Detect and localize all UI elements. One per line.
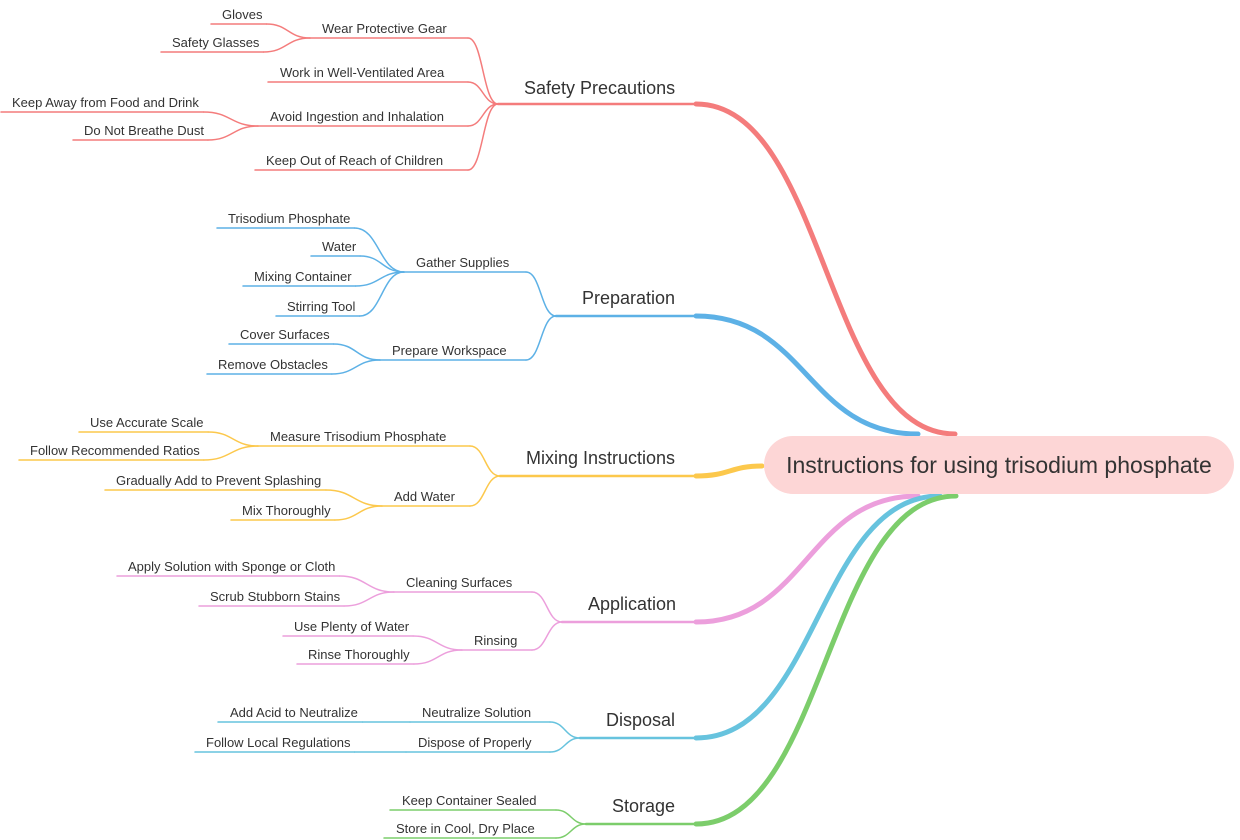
branch-label-2: Mixing Instructions [526, 448, 676, 468]
leaf-label: Gloves [222, 7, 263, 22]
leaf-link [331, 359, 381, 375]
branch-label-5: Storage [612, 796, 676, 816]
branch-link [693, 101, 958, 437]
leaf-link [262, 37, 311, 53]
subtopic-link [469, 475, 501, 507]
subtopic-link [525, 315, 557, 361]
leaf-label: Do Not Breathe Dust [84, 123, 204, 138]
subtopic-link [467, 37, 499, 105]
subtopic-label: Gather Supplies [416, 255, 510, 270]
leaf-link [338, 575, 395, 593]
leaf-label: Scrub Stubborn Stains [210, 589, 341, 604]
root-label: Instructions for using trisodium phospha… [786, 451, 1212, 478]
leaf-label: Keep Away from Food and Drink [12, 95, 199, 110]
leaf-link [332, 343, 381, 361]
leaf-label: Water [322, 239, 357, 254]
leaf-link [207, 125, 259, 141]
leaf-label: Follow Recommended Ratios [30, 443, 200, 458]
leaf-link [202, 111, 259, 127]
branch-label-1: Preparation [582, 288, 676, 308]
subtopic-link [555, 809, 587, 825]
leaf-link [334, 505, 383, 521]
subtopic-link [469, 445, 501, 477]
leaf-label: Cover Surfaces [240, 327, 330, 342]
leaf-label: Use Accurate Scale [90, 415, 204, 430]
subtopic-link [525, 271, 557, 317]
branch-link [693, 493, 959, 827]
subtopic-link [531, 621, 563, 651]
subtopic-link [531, 591, 563, 623]
branch-label-4: Disposal [606, 710, 676, 730]
subtopic-link [555, 823, 587, 839]
subtopic-label: Store in Cool, Dry Place [396, 821, 535, 836]
leaf-link [343, 591, 395, 607]
subtopic-label: Rinsing [474, 633, 518, 648]
leaf-label: Gradually Add to Prevent Splashing [116, 473, 322, 488]
leaf-label: Follow Local Regulations [206, 735, 351, 750]
subtopic-link [467, 81, 499, 105]
branch-link [693, 463, 765, 479]
leaf-label: Remove Obstacles [218, 357, 328, 372]
subtopic-label: Wear Protective Gear [322, 21, 447, 36]
subtopic-link [549, 721, 581, 739]
branch-link [693, 493, 921, 625]
leaf-label: Trisodium Phosphate [228, 211, 351, 226]
subtopic-link [467, 103, 499, 171]
leaf-label: Add Acid to Neutralize [230, 705, 358, 720]
subtopic-label: Add Water [394, 489, 455, 504]
leaf-link [358, 271, 405, 317]
leaf-label: Safety Glasses [172, 35, 260, 50]
leaf-link [207, 431, 259, 447]
leaf-link [359, 255, 405, 273]
subtopic-label: Neutralize Solution [422, 705, 532, 720]
leaf-label: Rinse Thoroughly [308, 647, 410, 662]
leaf-label: Stirring Tool [287, 299, 356, 314]
subtopic-label: Measure Trisodium Phosphate [270, 429, 447, 444]
leaf-link [265, 23, 311, 39]
leaf-label: Mixing Container [254, 269, 352, 284]
subtopic-label: Dispose of Properly [418, 735, 532, 750]
root-node [764, 436, 1234, 494]
subtopic-link [549, 737, 581, 753]
subtopic-label: Keep Out of Reach of Children [266, 153, 444, 168]
subtopic-label: Cleaning Surfaces [406, 575, 513, 590]
leaf-link [353, 227, 405, 273]
branch-label-3: Application [588, 594, 677, 614]
leaf-link [325, 489, 383, 507]
branch-label-0: Safety Precautions [524, 78, 676, 98]
branch-link [693, 313, 921, 437]
branch-link [693, 493, 943, 741]
leaf-link [413, 649, 463, 665]
subtopic-label: Work in Well-Ventilated Area [280, 65, 445, 80]
leaf-label: Use Plenty of Water [294, 619, 410, 634]
leaf-link [203, 445, 259, 461]
leaf-link [412, 635, 463, 651]
subtopic-label: Keep Container Sealed [402, 793, 537, 808]
leaf-label: Apply Solution with Sponge or Cloth [128, 559, 336, 574]
subtopic-label: Avoid Ingestion and Inhalation [270, 109, 444, 124]
subtopic-label: Prepare Workspace [392, 343, 507, 358]
leaf-label: Mix Thoroughly [242, 503, 331, 518]
